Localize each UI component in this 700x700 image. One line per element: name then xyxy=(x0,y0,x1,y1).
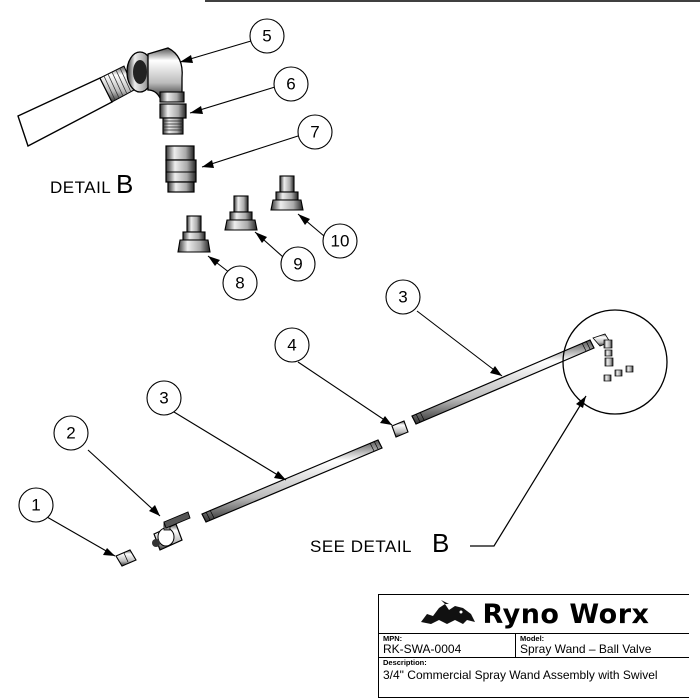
balloon-5: 5 xyxy=(249,18,285,54)
balloon-1-label: 1 xyxy=(31,496,40,515)
balloon-2: 2 xyxy=(53,415,89,451)
see-detail-text: SEE DETAIL xyxy=(310,537,412,556)
balloon-5-label: 5 xyxy=(262,27,271,46)
title-block: Ryno Worx MPN: RK-SWA-0004 Model: Spray … xyxy=(378,594,689,698)
balloon-7-label: 7 xyxy=(310,123,319,142)
coupling-part-4 xyxy=(391,420,409,438)
rhino-logo-icon xyxy=(420,600,475,624)
description-cell: Description: 3/4" Commercial Spray Wand … xyxy=(379,657,689,699)
detail-label-text: DETAIL xyxy=(50,178,111,197)
balloon-8-label: 8 xyxy=(235,274,244,293)
balloon-6-label: 6 xyxy=(286,75,295,94)
logo-row: Ryno Worx xyxy=(379,595,689,634)
balloon-3-upper: 3 xyxy=(385,279,421,315)
description-label: Description: xyxy=(383,658,427,667)
leader-lines xyxy=(46,40,503,557)
detail-b-callout-circle xyxy=(562,309,668,415)
balloon-4: 4 xyxy=(274,327,310,363)
see-detail-letter: B xyxy=(432,528,449,558)
leader-arrowheads xyxy=(103,55,502,556)
mpn-cell: MPN: RK-SWA-0004 xyxy=(379,633,516,657)
nipple-part-1 xyxy=(115,549,137,567)
model-label: Model: xyxy=(520,634,545,643)
balloon-9-label: 9 xyxy=(293,255,302,274)
balloon-7: 7 xyxy=(297,114,333,150)
balloon-10: 10 xyxy=(322,223,358,259)
nozzle-plug-part-10 xyxy=(270,175,304,211)
balloon-1: 1 xyxy=(18,487,54,523)
balloon-3-lower: 3 xyxy=(146,380,182,416)
balloon-9: 9 xyxy=(280,246,316,282)
balloon-10-label: 10 xyxy=(331,232,350,251)
nozzle-plug-part-9 xyxy=(224,195,258,231)
adapter-part-6 xyxy=(159,103,187,135)
mpn-label: MPN: xyxy=(383,634,403,643)
see-detail-leader xyxy=(470,395,587,547)
nozzle-plug-part-8 xyxy=(177,215,211,253)
mpn-value: RK-SWA-0004 xyxy=(383,642,462,656)
see-detail-b-label: SEE DETAIL B xyxy=(310,528,449,558)
quick-coupler-part-7 xyxy=(165,145,197,193)
balloon-4-label: 4 xyxy=(287,336,296,355)
balloon-3-lower-label: 3 xyxy=(159,389,168,408)
model-cell: Model: Spray Wand – Ball Valve xyxy=(516,633,689,657)
detail-b-label: DETAIL B xyxy=(50,169,133,199)
pipe-part-3-lower xyxy=(201,439,383,523)
brand-logo-text: Ryno Worx xyxy=(482,598,650,630)
model-value: Spray Wand – Ball Valve xyxy=(520,642,652,656)
hose-section xyxy=(17,65,135,148)
ball-valve-part-2 xyxy=(152,511,191,551)
balloon-2-label: 2 xyxy=(66,424,75,443)
balloon-6: 6 xyxy=(273,66,309,102)
pipe-part-3-upper xyxy=(411,339,595,425)
detail-label-letter: B xyxy=(116,169,133,199)
elbow-fitting-part-5 xyxy=(126,47,185,103)
balloon-3-upper-label: 3 xyxy=(398,288,407,307)
balloon-8: 8 xyxy=(222,265,258,301)
title-block-row-mpn-model: MPN: RK-SWA-0004 Model: Spray Wand – Bal… xyxy=(379,633,689,658)
description-value: 3/4" Commercial Spray Wand Assembly with… xyxy=(383,668,658,682)
